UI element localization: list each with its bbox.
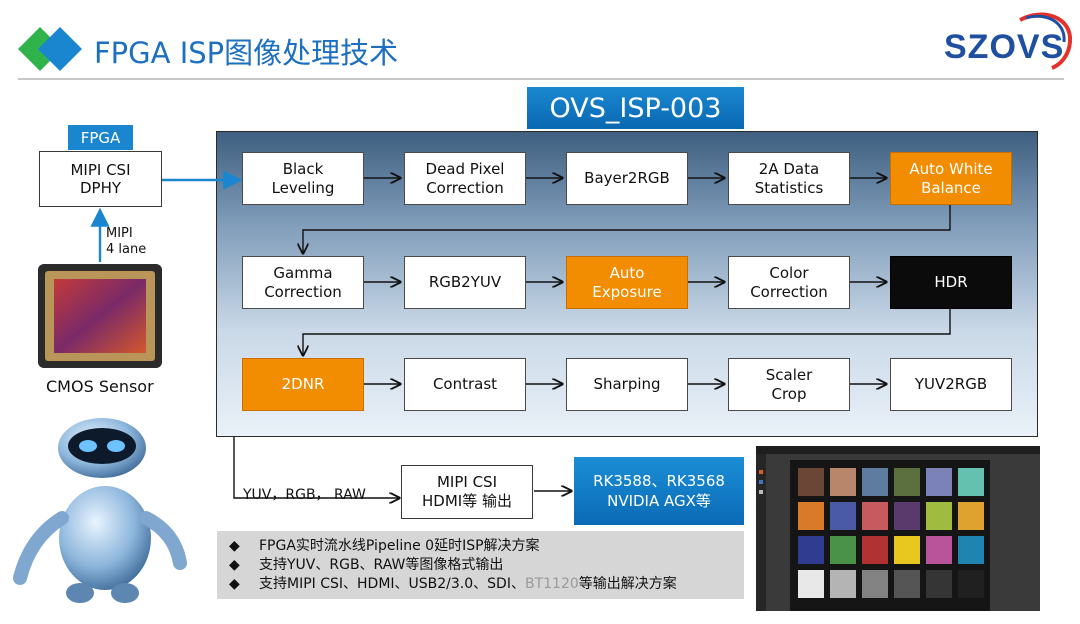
soc-target-box: RK3588、RK3568 NVIDIA AGX等 (574, 457, 744, 525)
color-checker-image (756, 446, 1040, 611)
mipi-lane-label: MIPI 4 lane (106, 226, 147, 257)
block-rgb2yuv: RGB2YUV (404, 256, 526, 309)
mipi-csi-dphy-box: MIPI CSI DPHY (39, 151, 162, 207)
isp-pipeline-panel: Black Leveling Dead Pixel Correction Bay… (216, 131, 1038, 437)
block-auto-white-balance: Auto White Balance (890, 152, 1012, 205)
block-scaler-crop: Scaler Crop (728, 358, 850, 411)
feature-item: ◆FPGA实时流水线Pipeline 0延时ISP解决方案 (229, 538, 540, 554)
cmos-sensor-image (38, 264, 162, 368)
block-yuv2rgb: YUV2RGB (890, 358, 1012, 411)
feature-item: ◆支持YUV、RGB、RAW等图像格式输出 (229, 557, 504, 573)
output-interface-box: MIPI CSI HDMI等 输出 (401, 465, 533, 519)
robot-mascot-image (13, 418, 187, 603)
block-sharping: Sharping (566, 358, 688, 411)
block-contrast: Contrast (404, 358, 526, 411)
block-2a-data-statistics: 2A Data Statistics (728, 152, 850, 205)
logo-swoosh-icon (1019, 12, 1073, 70)
block-auto-exposure: Auto Exposure (566, 256, 688, 309)
bullet-diamond-icon: ◆ (229, 557, 240, 573)
fpga-tag: FPGA (68, 125, 133, 150)
block-hdr: HDR (890, 256, 1012, 309)
brand-diamond-icon (18, 27, 82, 71)
block-dead-pixel-correction: Dead Pixel Correction (404, 152, 526, 205)
output-formats-label: YUV，RGB， RAW (243, 487, 366, 503)
block-bayer2rgb: Bayer2RGB (566, 152, 688, 205)
block-black-leveling: Black Leveling (242, 152, 364, 205)
feature-list: ◆FPGA实时流水线Pipeline 0延时ISP解决方案 ◆支持YUV、RGB… (217, 531, 744, 599)
feature-item: ◆支持MIPI CSI、HDMI、USB2/3.0、SDI、BT1120等输出解… (229, 576, 677, 592)
block-gamma-correction: Gamma Correction (242, 256, 364, 309)
isp-model-title: OVS_ISP-003 (527, 87, 744, 129)
bullet-diamond-icon: ◆ (229, 576, 240, 592)
color-checker-photo (756, 446, 1040, 611)
header-divider (18, 78, 1064, 80)
bullet-diamond-icon: ◆ (229, 538, 240, 554)
cmos-sensor-label: CMOS Sensor (46, 377, 154, 396)
block-color-correction: Color Correction (728, 256, 850, 309)
page-title: FPGA ISP图像处理技术 (94, 36, 399, 70)
company-logo: SZOVS (944, 28, 1065, 66)
block-2dnr: 2DNR (242, 358, 364, 411)
